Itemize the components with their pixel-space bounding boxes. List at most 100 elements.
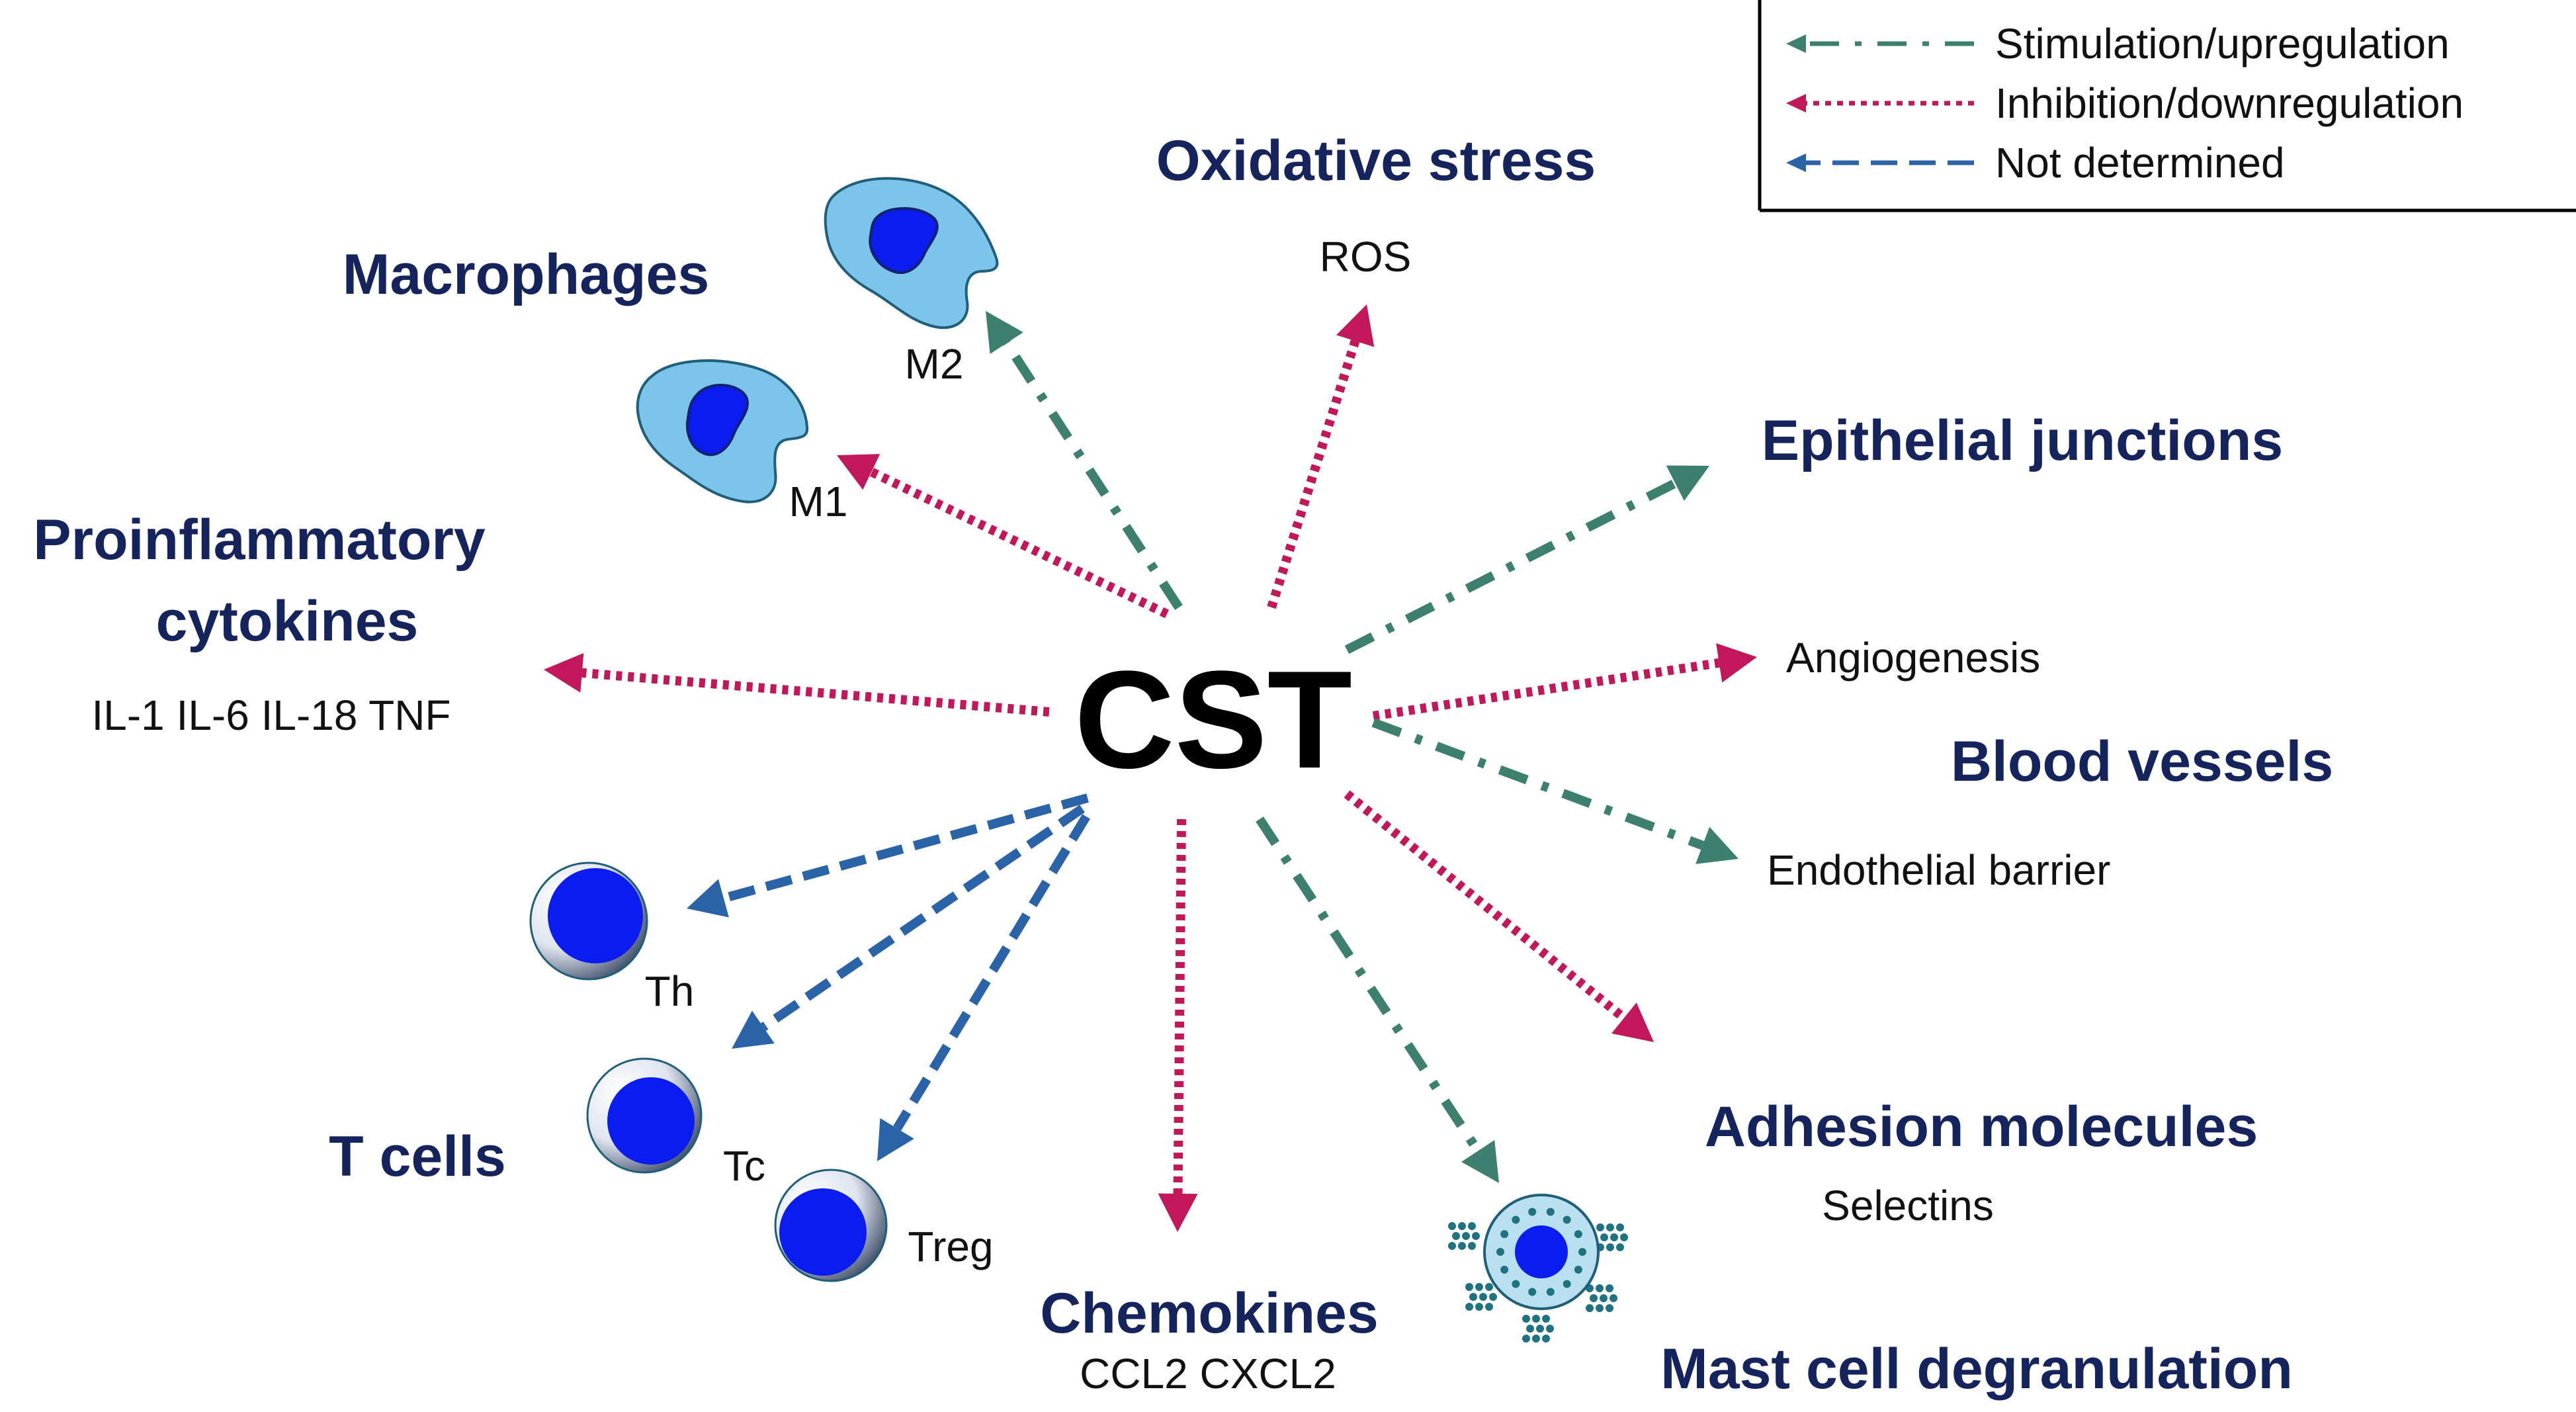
arrow-head-endothelial-barrier xyxy=(1696,826,1739,864)
granule-dot xyxy=(1610,1294,1617,1302)
granule-dot xyxy=(1475,1283,1483,1291)
arrow-endothelial-barrier xyxy=(1371,718,1739,864)
inner-granule-dot xyxy=(1512,1215,1520,1224)
inner-granule-dot xyxy=(1563,1215,1571,1224)
inner-granule-dot xyxy=(1500,1230,1509,1239)
granule-dot xyxy=(1465,1283,1473,1291)
inner-granule-dot xyxy=(1546,1208,1555,1216)
arrow-head-treg xyxy=(877,1118,914,1161)
granule-dot xyxy=(1485,1303,1493,1311)
arrow-shaft-proinflammatory-cytokines xyxy=(581,668,1050,717)
arrow-head-legend-nd xyxy=(1786,154,1806,172)
granule-dot xyxy=(1600,1294,1608,1302)
arrow-head-legend-stim xyxy=(1786,34,1806,53)
granule-dot xyxy=(1448,1222,1456,1230)
granule-dot xyxy=(1536,1325,1544,1333)
arrow-head-epithelial-junctions xyxy=(1666,465,1709,501)
label-selectins: Selectins xyxy=(1822,1182,1994,1229)
arrow-legend-stim xyxy=(1786,34,1974,53)
arrow-head-ros xyxy=(1336,304,1375,347)
label-endothelial-barrier: Endothelial barrier xyxy=(1767,846,2110,894)
arrow-treg xyxy=(877,814,1090,1161)
granule-dot xyxy=(1532,1335,1540,1343)
granule-dot xyxy=(1610,1233,1618,1241)
arrow-shaft-endothelial-barrier xyxy=(1371,718,1705,850)
label-th: Th xyxy=(645,967,695,1015)
label-m1: M1 xyxy=(789,478,848,525)
inner-granule-dot xyxy=(1528,1208,1537,1216)
label-m2: M2 xyxy=(905,340,964,388)
arrow-ros xyxy=(1267,304,1375,609)
arrow-shaft-treg xyxy=(893,814,1090,1131)
inner-granule-dot xyxy=(1496,1248,1504,1256)
granule-dot xyxy=(1526,1325,1534,1333)
label-ros: ROS xyxy=(1320,233,1412,281)
arrow-legend-inhib xyxy=(1786,94,1974,112)
macrophage-m1-icon xyxy=(636,359,809,504)
inner-granule-dot xyxy=(1563,1280,1571,1288)
granule-dot xyxy=(1468,1242,1476,1250)
arrow-head-proinflammatory-cytokines xyxy=(544,652,584,693)
label-tc: Tc xyxy=(723,1142,765,1190)
arrow-m2 xyxy=(986,311,1183,610)
granule-dot xyxy=(1489,1293,1497,1301)
tc-cell-icon xyxy=(586,1057,703,1174)
mast-cell-inner-granules xyxy=(1496,1208,1586,1296)
granule-dot xyxy=(1469,1293,1477,1301)
granule-dot xyxy=(1542,1335,1550,1343)
granule-dot xyxy=(1606,1223,1614,1231)
granule-dot xyxy=(1542,1315,1550,1323)
granule-dot xyxy=(1522,1315,1530,1323)
granule-dot xyxy=(1468,1222,1476,1230)
granule-dot xyxy=(1546,1325,1554,1333)
heading-t-cells: T cells xyxy=(329,1125,506,1188)
macrophage-m2-icon xyxy=(824,177,999,330)
legend-label-inhibition: Inhibition/downregulation xyxy=(1995,79,2464,127)
arrow-head-chemokines xyxy=(1158,1193,1198,1232)
arrow-shaft-ros xyxy=(1267,339,1360,609)
inner-granule-dot xyxy=(1578,1248,1586,1256)
heading-oxidative-stress: Oxidative stress xyxy=(1156,129,1596,193)
heading-cytokines: cytokines xyxy=(156,590,419,653)
label-treg: Treg xyxy=(908,1223,993,1270)
arrow-shaft-angiogenesis xyxy=(1372,658,1720,721)
arrow-adhesion-molecules xyxy=(1344,790,1654,1042)
th-cell-icon xyxy=(529,861,648,981)
heading-epithelial-junctions: Epithelial junctions xyxy=(1762,409,2283,472)
treg-cell-icon xyxy=(774,1169,888,1282)
granule-dot xyxy=(1596,1223,1604,1231)
heading-proinflammatory: Proinflammatory xyxy=(33,508,486,572)
arrow-chemokines xyxy=(1158,818,1198,1232)
mast-cell-granules xyxy=(1448,1222,1628,1343)
granule-dot xyxy=(1458,1222,1466,1230)
label-chemokine-list: CCL2 CXCL2 xyxy=(1080,1350,1336,1397)
arrow-head-angiogenesis xyxy=(1716,643,1757,683)
arrow-th xyxy=(687,793,1089,918)
inner-granule-dot xyxy=(1546,1288,1555,1296)
inner-granule-dot xyxy=(1528,1288,1537,1296)
granule-dot xyxy=(1448,1242,1456,1250)
granule-dot xyxy=(1616,1223,1624,1231)
heading-macrophages: Macrophages xyxy=(343,243,709,306)
legend-lines xyxy=(1786,34,1974,172)
inner-granule-dot xyxy=(1574,1265,1582,1274)
arrow-shaft-tc xyxy=(760,805,1085,1032)
heading-mast-cell-degranulation: Mast cell degranulation xyxy=(1660,1337,2293,1401)
arrow-proinflammatory-cytokines xyxy=(544,652,1050,717)
granule-dot xyxy=(1596,1304,1604,1312)
inner-granule-dot xyxy=(1512,1280,1520,1288)
arrow-tc xyxy=(732,805,1085,1049)
legend: Stimulation/upregulation Inhibition/down… xyxy=(1758,0,2576,212)
granule-dot xyxy=(1472,1232,1480,1240)
arrow-legend-nd xyxy=(1786,154,1974,172)
arrow-shaft-chemokines xyxy=(1173,818,1186,1194)
arrow-epithelial-junctions xyxy=(1344,465,1709,654)
arrow-head-m2 xyxy=(986,311,1023,354)
arrow-shaft-epithelial-junctions xyxy=(1344,478,1678,654)
granule-dot xyxy=(1586,1304,1594,1312)
granule-dot xyxy=(1596,1284,1604,1292)
granule-dot xyxy=(1606,1243,1614,1251)
label-cytokine-list: IL-1 IL-6 IL-18 TNF xyxy=(91,691,451,739)
granule-dot xyxy=(1452,1232,1460,1240)
granule-dot xyxy=(1620,1233,1628,1241)
